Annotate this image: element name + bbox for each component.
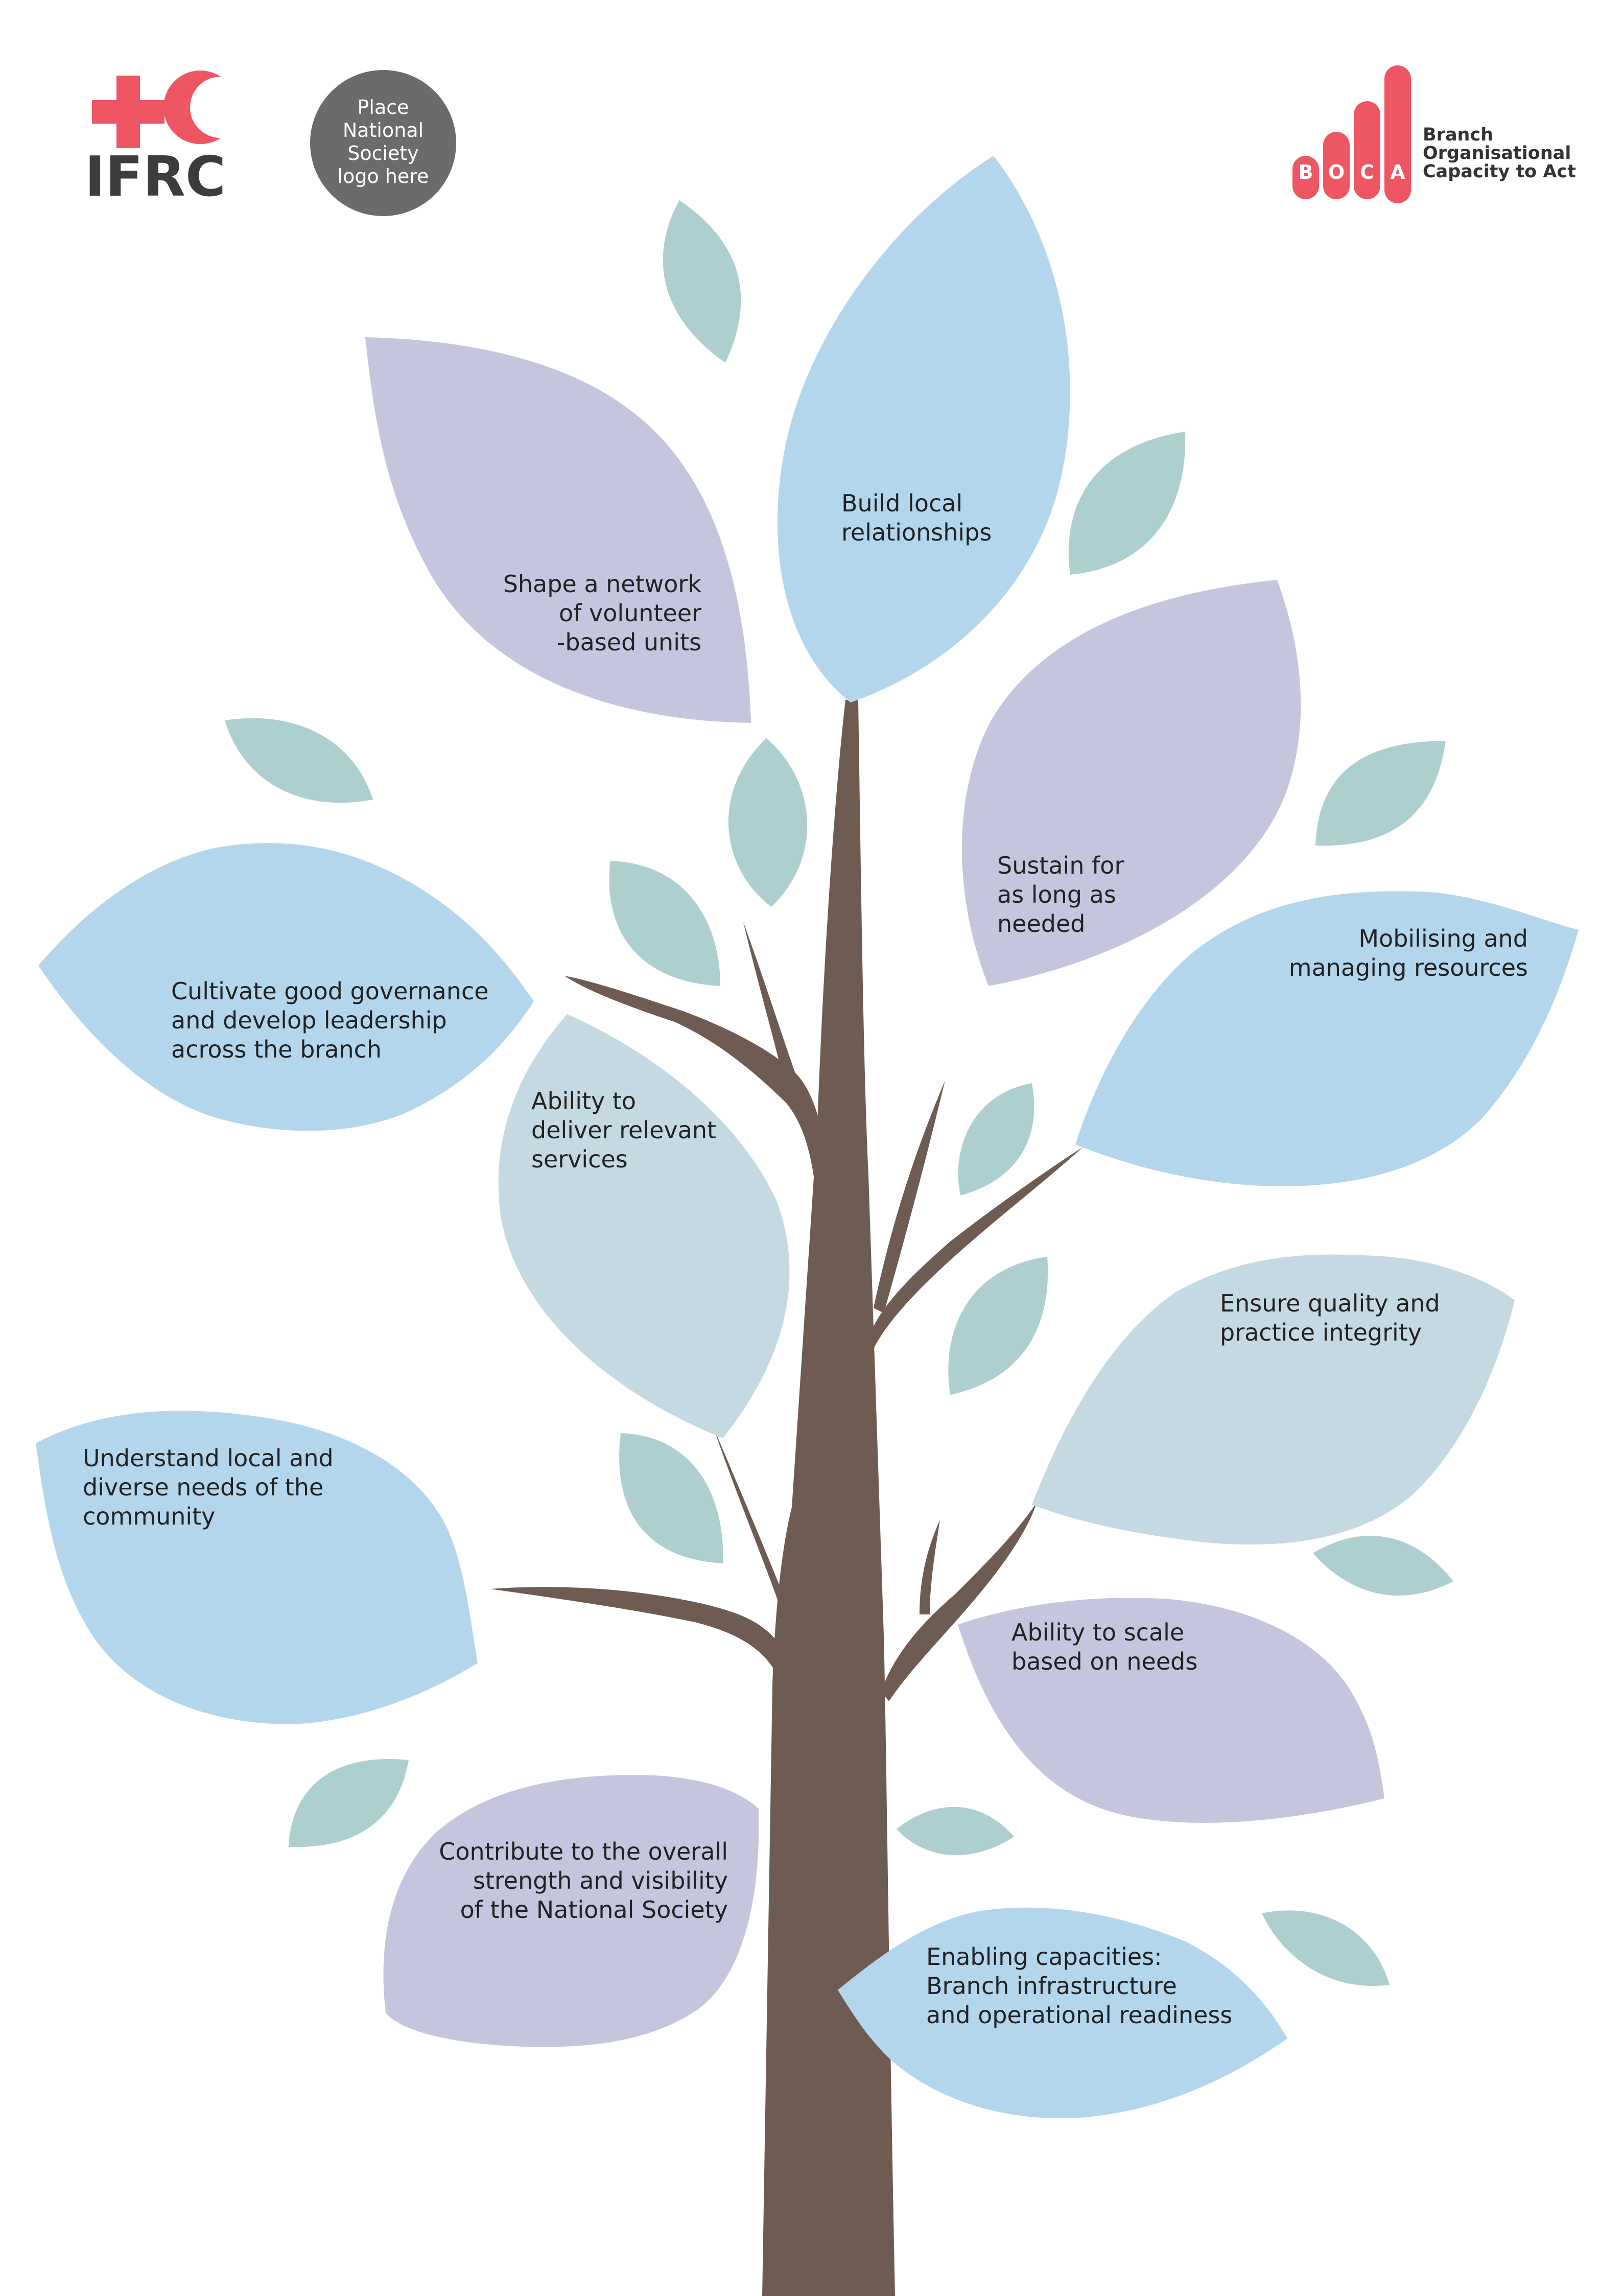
placeholder-text-line: logo here bbox=[338, 165, 429, 188]
small-leaf-13 bbox=[1262, 1910, 1390, 1986]
leaf-mobilising-resources bbox=[1075, 891, 1579, 1186]
leaf-contribute-strength bbox=[383, 1775, 759, 2047]
leaf-label-line: deliver relevant bbox=[531, 1116, 716, 1144]
national-society-logo-placeholder: Place National Society logo here bbox=[310, 70, 456, 216]
leaf-label-line: and develop leadership bbox=[171, 1006, 447, 1034]
boca-letter: O bbox=[1328, 161, 1345, 183]
small-leaf-11 bbox=[289, 1759, 409, 1847]
leaf-label-line: services bbox=[531, 1145, 628, 1173]
leaf-label-line: Understand local and bbox=[83, 1444, 334, 1472]
small-leaf-9 bbox=[619, 1433, 723, 1563]
branch-left-upper-twig bbox=[743, 922, 797, 1093]
small-leaf-12 bbox=[897, 1807, 1014, 1856]
branch-right-lower bbox=[881, 1502, 1037, 1701]
placeholder-text-line: Society bbox=[347, 142, 419, 165]
boca-letter: C bbox=[1360, 161, 1374, 183]
placeholder-text-line: National bbox=[343, 119, 423, 142]
leaf-label-line: strength and visibility bbox=[473, 1867, 728, 1894]
capability-leaves bbox=[36, 156, 1579, 2119]
boca-name-line: Organisational bbox=[1423, 143, 1571, 163]
boca-name-line: Branch bbox=[1423, 125, 1493, 145]
leaf-deliver-services bbox=[498, 1014, 790, 1438]
red-cross-icon bbox=[92, 76, 164, 148]
leaf-label-line: of the National Society bbox=[460, 1896, 728, 1924]
leaf-label-line: of volunteer bbox=[559, 599, 701, 627]
placeholder-text-line: Place bbox=[357, 96, 409, 119]
red-crescent-icon bbox=[163, 71, 221, 144]
trunk bbox=[762, 700, 895, 2296]
small-leaf-4 bbox=[728, 738, 808, 907]
leaf-scale-needs bbox=[958, 1598, 1384, 1823]
boca-logo: B O C A Branch Organisational Capacity t… bbox=[1292, 65, 1576, 203]
boca-bars-icon bbox=[1292, 65, 1411, 203]
small-leaf-1 bbox=[663, 200, 741, 363]
boca-letter: A bbox=[1390, 161, 1405, 183]
leaf-build-local-relationships bbox=[777, 156, 1070, 702]
ifrc-logo: IFRC bbox=[85, 71, 226, 209]
leaf-label-line: relationships bbox=[841, 519, 992, 546]
branch-right-lower-twig bbox=[920, 1520, 940, 1614]
leaf-label-line: Contribute to the overall bbox=[439, 1838, 728, 1865]
small-leaf-5 bbox=[609, 861, 720, 986]
branch-left-lower-twig bbox=[713, 1425, 797, 1635]
leaf-label-line: managing resources bbox=[1289, 954, 1528, 981]
small-leaf-3 bbox=[225, 718, 373, 803]
leaf-quality-integrity bbox=[1032, 1254, 1515, 1545]
leaf-understand-needs bbox=[36, 1411, 478, 1724]
branch-right-upper-twig bbox=[874, 1081, 945, 1313]
leaf-shape-network bbox=[365, 337, 751, 723]
boca-letter: B bbox=[1299, 161, 1313, 183]
leaf-cultivate-governance bbox=[38, 843, 534, 1131]
small-leaf-8 bbox=[948, 1257, 1048, 1395]
label-enabling-capacities: Enabling capacities:Branch infrastructur… bbox=[926, 1943, 1232, 2029]
ifrc-name: IFRC bbox=[85, 145, 226, 209]
small-leaf-6 bbox=[1315, 741, 1446, 846]
leaf-label-line: Enabling capacities: bbox=[926, 1943, 1162, 1971]
leaf-label-line: community bbox=[83, 1503, 215, 1530]
leaf-label-line: Ensure quality and bbox=[1220, 1290, 1440, 1317]
placeholder-circle bbox=[310, 70, 456, 216]
branch-left-upper bbox=[564, 976, 830, 1206]
leaf-sustain bbox=[961, 580, 1301, 986]
leaf-label-line: as long as bbox=[997, 881, 1116, 908]
leaf-label-line: needed bbox=[997, 910, 1085, 938]
leaf-label-line: Mobilising and bbox=[1358, 925, 1528, 952]
leaf-label-line: -based units bbox=[557, 628, 701, 656]
leaf-label-line: diverse needs of the bbox=[83, 1473, 323, 1501]
leaf-label-line: practice integrity bbox=[1220, 1319, 1422, 1346]
boca-name-line: Capacity to Act bbox=[1423, 161, 1576, 182]
small-leaf-10 bbox=[1313, 1535, 1453, 1596]
leaf-label-line: Shape a network bbox=[503, 570, 702, 598]
leaf-label-line: Ability to scale bbox=[1011, 1619, 1184, 1646]
small-leaf-2 bbox=[1068, 432, 1186, 575]
small-leaf-7 bbox=[958, 1083, 1034, 1196]
leaf-label-line: Branch infrastructure bbox=[926, 1972, 1177, 2000]
leaf-label-line: Cultivate good governance bbox=[171, 977, 489, 1005]
leaf-label-line: across the branch bbox=[171, 1036, 382, 1063]
leaf-label-line: Ability to bbox=[531, 1087, 636, 1115]
branch-left-lower bbox=[490, 1587, 789, 1686]
tree-trunk bbox=[490, 700, 1083, 2296]
decorative-leaves bbox=[225, 200, 1453, 1986]
leaf-label-line: Sustain for bbox=[997, 852, 1124, 879]
leaf-enabling-capacities bbox=[838, 1907, 1287, 2119]
leaf-label-line: Build local bbox=[841, 489, 962, 517]
leaf-label-line: and operational readiness bbox=[926, 2001, 1232, 2029]
leaf-label-line: based on needs bbox=[1011, 1648, 1197, 1675]
